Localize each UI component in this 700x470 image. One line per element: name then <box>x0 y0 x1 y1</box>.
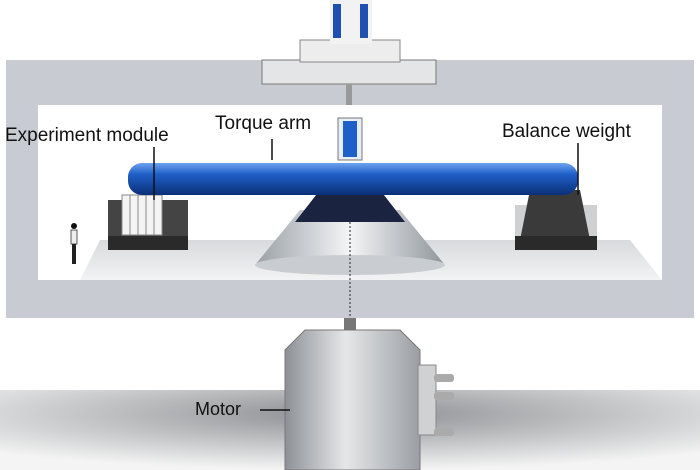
center-cone <box>255 210 445 265</box>
top-plate <box>261 59 437 85</box>
motor <box>284 329 421 470</box>
label-balance-weight: Balance weight <box>502 121 631 142</box>
torque-arm <box>128 163 578 195</box>
label-experiment-module: Experiment module <box>5 125 169 146</box>
person-scale-figure <box>70 223 78 264</box>
label-torque-arm: Torque arm <box>215 113 312 134</box>
label-motor: Motor <box>195 399 242 419</box>
